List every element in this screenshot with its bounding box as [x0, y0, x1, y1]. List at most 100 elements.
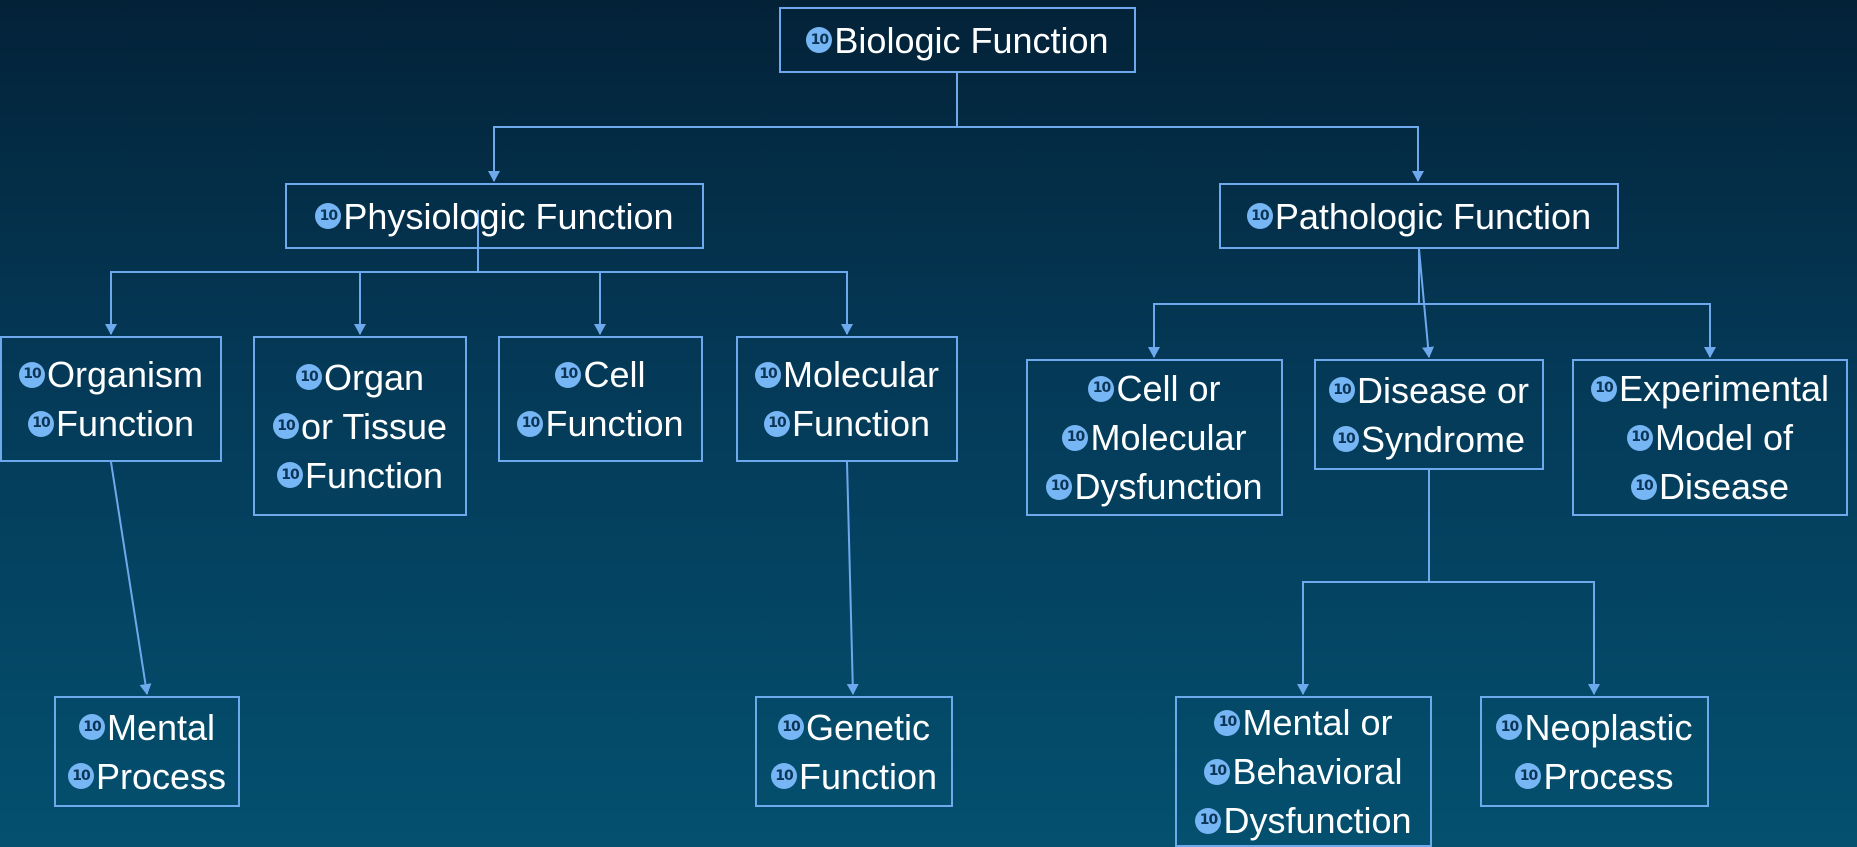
- node-label: or Tissue: [300, 405, 448, 447]
- node-label: Process: [1543, 755, 1674, 797]
- edge-pathologic-function-to-cell-or-molecular-dysfunction: [1148, 249, 1420, 358]
- edge-physiologic-function-to-molecular-function: [477, 210, 853, 335]
- circled-ten-icon: 10: [806, 27, 833, 53]
- node-label: Genetic: [805, 706, 931, 748]
- circled-ten-icon: 10: [272, 413, 299, 439]
- edge-biologic-function-to-pathologic-function: [956, 73, 1424, 182]
- edge-biologic-function-to-physiologic-function: [488, 73, 958, 182]
- circled-ten-icon: 10: [770, 763, 797, 789]
- circled-ten-icon: 10: [1062, 424, 1089, 451]
- node-label: Behavioral: [1232, 751, 1403, 792]
- circled-ten-icon: 10: [78, 714, 105, 740]
- circled-ten-icon: 10: [763, 410, 790, 437]
- node-label: Dysfunction: [1074, 466, 1263, 507]
- circled-ten-icon: 10: [1088, 375, 1115, 402]
- edge-pathologic-function-to-experimental-model-of-disease: [1418, 249, 1716, 358]
- node-label: Mental or: [1242, 702, 1393, 743]
- node-label: Syndrome: [1360, 418, 1526, 460]
- node-label: Organ: [323, 356, 425, 398]
- circled-ten-icon: 10: [1204, 758, 1231, 785]
- node-label: Dysfunction: [1223, 800, 1412, 841]
- circled-ten-icon: 10: [276, 462, 303, 488]
- circled-ten-icon: 10: [777, 714, 804, 740]
- node-label: Disease or: [1356, 369, 1530, 411]
- node-label: Organism: [46, 354, 204, 395]
- node-label: Molecular: [1090, 417, 1247, 458]
- node-label: Model of: [1654, 417, 1794, 458]
- circled-ten-icon: 10: [555, 361, 582, 388]
- edge-disease-or-syndrome-to-mental-or-behavioral-dysfunction: [1297, 470, 1430, 695]
- circled-ten-icon: 10: [1214, 709, 1241, 736]
- circled-ten-icon: 10: [1246, 203, 1273, 229]
- circled-ten-icon: 10: [1630, 473, 1657, 500]
- node-label: Physiologic Function: [343, 195, 674, 237]
- circled-ten-icon: 10: [517, 410, 544, 437]
- node-label: Function: [55, 403, 195, 444]
- edge-molecular-function-to-genetic-function: [846, 461, 859, 695]
- circled-ten-icon: 10: [67, 763, 94, 789]
- circled-ten-icon: 10: [18, 361, 45, 388]
- node-label: Mental: [106, 706, 216, 748]
- circled-ten-icon: 10: [1515, 763, 1542, 789]
- circled-ten-icon: 10: [1328, 377, 1355, 403]
- circled-ten-icon: 10: [1332, 426, 1359, 452]
- node-label: Function: [304, 454, 444, 496]
- node-label: Function: [791, 403, 931, 444]
- edge-organism-function-to-mental-process: [110, 461, 152, 695]
- circled-ten-icon: 10: [315, 203, 342, 229]
- node-label: Cell: [583, 354, 646, 395]
- circled-ten-icon: 10: [27, 410, 54, 437]
- node-label: Molecular: [782, 354, 940, 395]
- node-label: Biologic Function: [834, 19, 1109, 61]
- edge-disease-or-syndrome-to-neoplastic-process: [1428, 470, 1600, 695]
- circled-ten-icon: 10: [1046, 473, 1073, 500]
- circled-ten-icon: 10: [1496, 714, 1523, 740]
- circled-ten-icon: 10: [1626, 424, 1653, 451]
- node-label: Neoplastic: [1524, 706, 1693, 748]
- node-label: Function: [798, 755, 938, 797]
- circled-ten-icon: 10: [295, 364, 322, 390]
